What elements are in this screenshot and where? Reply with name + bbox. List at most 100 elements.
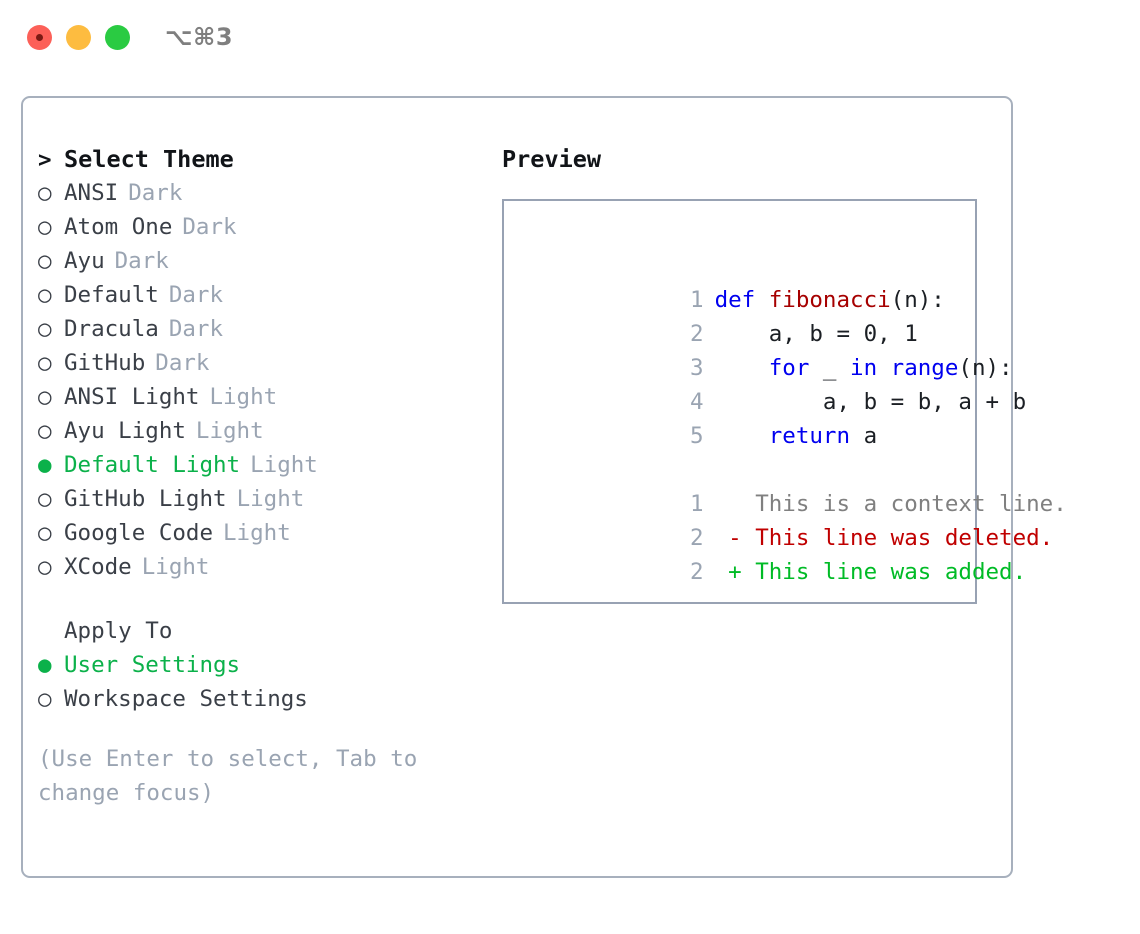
diff-token: This is a context line. (714, 491, 1067, 517)
theme-name: Google Code (64, 520, 214, 546)
code-token: _ (809, 355, 851, 381)
code-line: 5 return a (515, 385, 1067, 449)
line-number: 5 (690, 423, 704, 449)
theme-option-ansi-dark[interactable]: ○ ANSI Dark (38, 176, 478, 210)
line-number: 2 (690, 321, 704, 347)
diff-line-context: 1 This is a context line. (515, 453, 1067, 517)
code-token: fibonacci (768, 287, 891, 313)
code-line: 4 a, b = b, a + b (515, 351, 1067, 415)
theme-list-header-label: Select Theme (64, 145, 234, 173)
theme-kind: Light (223, 520, 291, 546)
theme-kind: Dark (182, 214, 237, 240)
theme-name: Default Light (64, 452, 241, 478)
theme-option-xcode[interactable]: ○ XCode Light (38, 550, 478, 584)
theme-kind: Light (236, 486, 305, 512)
code-token (715, 423, 769, 449)
code-token: a (850, 423, 878, 449)
diff-line-added: 2 + This line was added. (515, 521, 1067, 585)
radio-unselected-icon: ○ (38, 520, 52, 546)
apply-to-option-workspace-settings[interactable]: ○ Workspace Settings (38, 682, 478, 716)
code-token: a, b = 0, 1 (714, 321, 918, 347)
theme-name: Ayu Light (64, 418, 186, 444)
diff-token: - This line was deleted. (714, 525, 1054, 551)
window-controls (27, 25, 130, 50)
code-token: (n): (958, 355, 1013, 381)
radio-unselected-icon: ○ (38, 180, 52, 206)
diff-line-removed: 2 - This line was deleted. (515, 487, 1067, 551)
radio-unselected-icon: ○ (38, 350, 52, 376)
apply-to-option-user-settings[interactable]: ● User Settings (38, 648, 478, 682)
theme-option-ansi-light[interactable]: ○ ANSI Light Light (38, 380, 478, 414)
radio-unselected-icon: ○ (38, 384, 52, 410)
code-line: 2 a, b = 0, 1 (515, 283, 1067, 347)
theme-option-google-code[interactable]: ○ Google Code Light (38, 516, 478, 550)
keyboard-hint-text: (Use Enter to select, Tab to change focu… (38, 746, 418, 806)
radio-selected-icon: ● (38, 652, 52, 678)
theme-option-default-dark[interactable]: ○ Default Dark (38, 278, 478, 312)
theme-kind: Dark (155, 350, 210, 376)
theme-option-ayu-dark[interactable]: ○ Ayu Dark (38, 244, 478, 278)
theme-name: ANSI (64, 180, 119, 206)
close-button[interactable] (27, 25, 52, 50)
line-number: 2 (690, 525, 704, 551)
apply-to-label: User Settings (64, 652, 241, 678)
radio-unselected-icon: ○ (38, 214, 52, 240)
theme-name: GitHub Light (64, 486, 227, 512)
theme-list-column: > Select Theme ○ ANSI Dark ○ Atom One Da… (38, 142, 478, 810)
diff-token: + This line was added. (714, 559, 1027, 585)
list-gap (38, 584, 478, 614)
prompt-caret-icon: > (38, 147, 52, 173)
theme-picker-panel: > Select Theme ○ ANSI Dark ○ Atom One Da… (21, 96, 1067, 878)
code-token (715, 355, 769, 381)
theme-option-atom-one-dark[interactable]: ○ Atom One Dark (38, 210, 478, 244)
code-token: def (714, 287, 769, 313)
code-token: a, b = b, a + b (714, 389, 1027, 415)
code-line: 1 def fibonacci(n): (515, 249, 1067, 313)
theme-option-ayu-light[interactable]: ○ Ayu Light Light (38, 414, 478, 448)
line-number: 1 (690, 287, 704, 313)
line-number: 2 (690, 559, 704, 585)
line-number: 4 (690, 389, 704, 415)
theme-option-default-light[interactable]: ● Default Light Light (38, 448, 478, 482)
theme-kind: Light (250, 452, 318, 478)
theme-option-dracula-dark[interactable]: ○ Dracula Dark (38, 312, 478, 346)
radio-selected-icon: ● (38, 452, 52, 478)
window-titlebar: ⌥⌘3 (0, 0, 1140, 78)
code-token: return (768, 423, 851, 449)
radio-unselected-icon: ○ (38, 248, 52, 274)
keyboard-shortcut-label: ⌥⌘3 (165, 23, 234, 51)
theme-option-github-dark[interactable]: ○ GitHub Dark (38, 346, 478, 380)
preview-heading: Preview (502, 145, 602, 173)
apply-to-label: Workspace Settings (64, 686, 308, 712)
code-token: range (890, 355, 959, 381)
theme-kind: Light (141, 554, 210, 580)
code-line: 3 for _ in range(n): (515, 317, 1067, 381)
theme-name: Ayu (64, 248, 105, 274)
radio-unselected-icon: ○ (38, 316, 52, 342)
radio-unselected-icon: ○ (38, 486, 52, 512)
radio-unselected-icon: ○ (38, 282, 52, 308)
theme-kind: Dark (168, 282, 224, 308)
code-token: (n): (890, 287, 945, 313)
radio-unselected-icon: ○ (38, 554, 52, 580)
theme-kind: Dark (114, 248, 169, 274)
maximize-button[interactable] (105, 25, 130, 50)
code-token: in (850, 355, 878, 381)
theme-option-github-light[interactable]: ○ GitHub Light Light (38, 482, 478, 516)
radio-unselected-icon: ○ (38, 418, 52, 444)
theme-name: Atom One (64, 214, 173, 240)
apply-to-heading: Apply To (64, 618, 173, 644)
line-number: 3 (690, 355, 704, 381)
theme-list-header: > Select Theme (38, 142, 478, 176)
theme-name: ANSI Light (64, 384, 200, 410)
theme-name: GitHub (64, 350, 146, 376)
line-number: 1 (690, 491, 704, 517)
radio-unselected-icon: ○ (38, 686, 52, 712)
theme-kind: Light (195, 418, 264, 444)
minimize-button[interactable] (66, 25, 91, 50)
theme-kind: Dark (128, 180, 183, 206)
code-token (877, 355, 891, 381)
